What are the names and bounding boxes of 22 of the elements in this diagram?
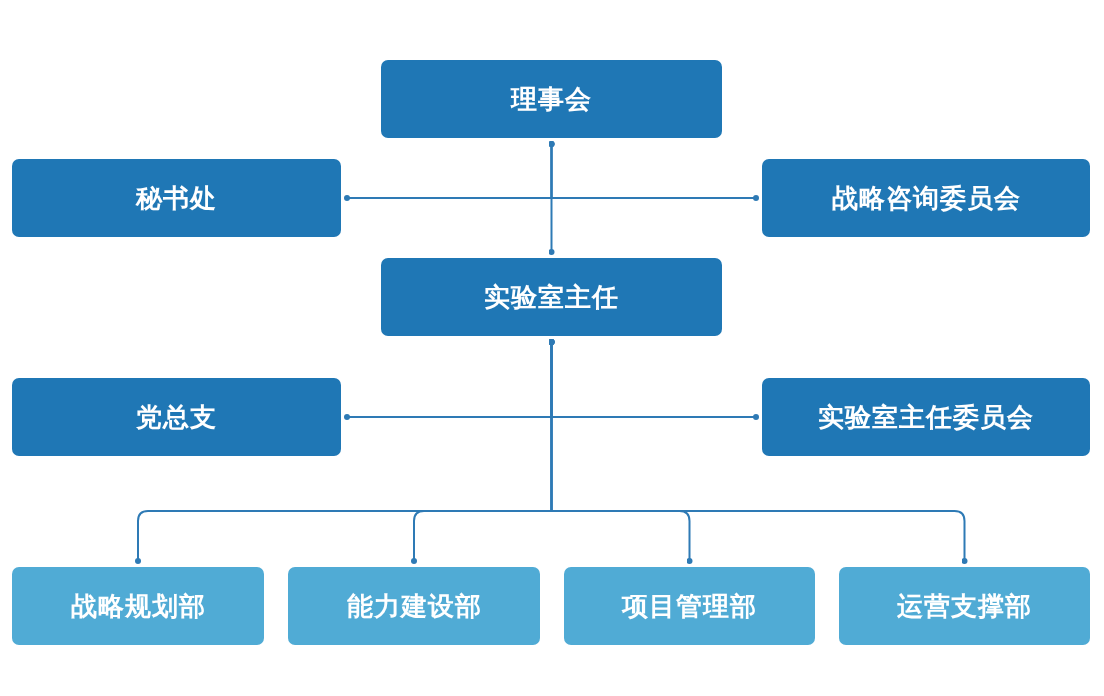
org-box	[564, 567, 815, 645]
unit-name: 实验室主任	[484, 280, 619, 314]
unit-name: 战略规划部	[70, 589, 206, 623]
org-box	[762, 378, 1090, 456]
connector-line	[548, 141, 555, 255]
org-box	[381, 60, 722, 138]
connector-line	[548, 339, 968, 564]
unit-name: 秘书处	[136, 181, 217, 215]
unit-name: 理事会	[511, 82, 592, 116]
org-box	[12, 159, 341, 237]
org-box	[839, 567, 1090, 645]
unit-name: 实验室主任委员会	[818, 400, 1034, 434]
unit-name: 能力建设部	[346, 589, 482, 623]
org-box	[12, 567, 264, 645]
org-box	[381, 258, 722, 336]
org-box	[288, 567, 540, 645]
unit-name: 党总支	[136, 400, 217, 434]
org-box	[762, 159, 1090, 237]
unit-name: 项目管理部	[622, 589, 757, 623]
unit-name: 运营支撑部	[897, 589, 1032, 623]
unit-name: 战略咨询委员会	[831, 181, 1021, 215]
org-box	[12, 378, 341, 456]
